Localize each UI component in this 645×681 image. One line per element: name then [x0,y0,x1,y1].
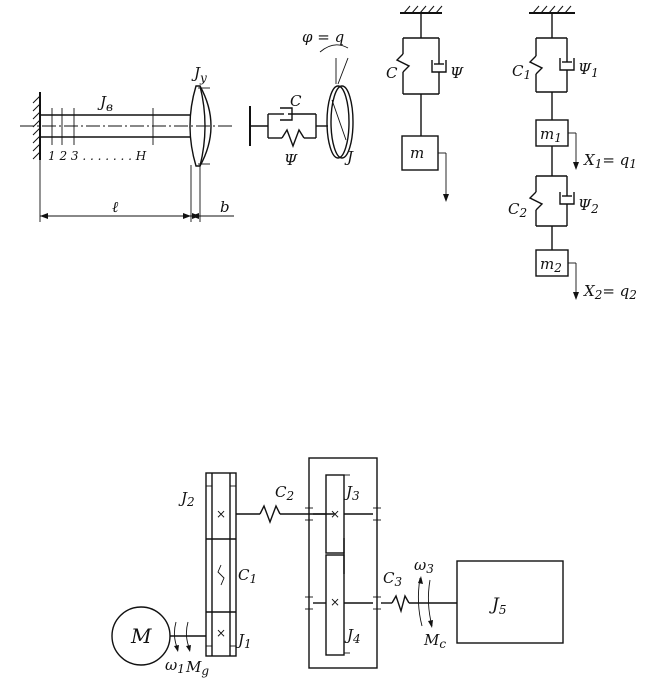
fig5-j4-label: J4 [344,626,361,646]
fig4-x2-label: X2= q2 [583,282,637,302]
fig5-omega1-label: ω1 [165,656,185,676]
fig5-belt-frame [205,472,237,657]
fig5-j5-label: J5 [489,595,506,617]
fig3-spring [395,53,411,73]
fig4-c2-label: C2 [508,200,527,220]
fig4-c1-label: C1 [512,62,531,82]
fig5-c2-spring [259,504,281,524]
fig5-j2-label: J2 [178,489,195,509]
fig2-c-label: C [290,92,302,110]
fig3-m-label: m [410,144,424,162]
fig5-c2-label: C2 [275,483,294,503]
fig2-torsional-oscillator: φ = q C Ψ J [249,28,354,169]
fig1-length-label: ℓ [112,198,118,216]
fig4-spring-2 [528,191,544,211]
fig5-j3-label: J3 [343,483,360,503]
fig2-phi-label: φ = q [302,28,344,46]
fig1-disk-face [199,85,212,167]
fig3-psi-label: Ψ [450,64,464,82]
fig5-drive-system: M ω1 Mg × × J2 J1 C1 C2 [111,457,564,678]
fig5-load-j5 [456,560,564,644]
fig4-psi2-label: Ψ2 [578,196,599,216]
fig4-x1-label: X1= q1 [583,151,637,171]
fig4-m1-label: m1 [540,125,562,145]
fig5-omega3-arrow [417,577,423,627]
fig5-j1-center-mark: × [216,626,226,640]
fig5-belt-spring [217,564,225,586]
fig5-motor-label: M [130,624,152,648]
fig5-c3-label: C3 [383,569,402,589]
fig2-angle-arc [319,44,349,53]
fig5-j2-center-mark: × [216,507,226,521]
fig5-j4-center-mark: × [330,595,340,609]
fig2-disk [326,85,350,159]
fig5-c3-spring [391,594,410,614]
fig2-spring [281,128,305,148]
fig1-jv-label: Jв [97,93,113,114]
fig2-j-label: J [344,148,354,166]
fig3-c-label: C [386,64,398,82]
fig3-single-mass: m C Ψ [386,5,464,202]
fig1-width-label: b [220,198,230,216]
fig5-c1-label: C1 [238,566,257,586]
fig4-psi1-label: Ψ1 [578,60,599,80]
fig1-jy-label: Jу [191,64,207,85]
fig4-m2-label: m2 [540,255,562,275]
fig1-stations-label: 1 2 3 . . . . . . . H [48,149,147,163]
fig4-two-masses: m1 m2 C1 Ψ1 X1= q1 C2 Ψ2 X2= q2 [508,5,637,302]
fig4-spring-1 [528,55,544,75]
fig5-bearings [305,507,381,610]
fig5-gear-j4 [325,554,345,656]
fig5-gearbox-housing [308,457,378,669]
fig5-omega3-label: ω3 [414,556,434,576]
fig1-shaft-disk: 1 2 3 . . . . . . . H Jв Jу ℓ b [20,64,234,222]
fig4-mass-2 [535,249,569,277]
fig2-psi-label: Ψ [284,151,298,169]
fig5-j1-label: J1 [235,631,252,651]
fig5-mc-label: Mc [423,631,446,651]
fig1-wall-hatch [32,95,41,160]
fig5-md-label: Mg [185,658,209,678]
fig5-j3-center-mark: × [330,507,340,521]
fig3-mass [401,135,439,171]
